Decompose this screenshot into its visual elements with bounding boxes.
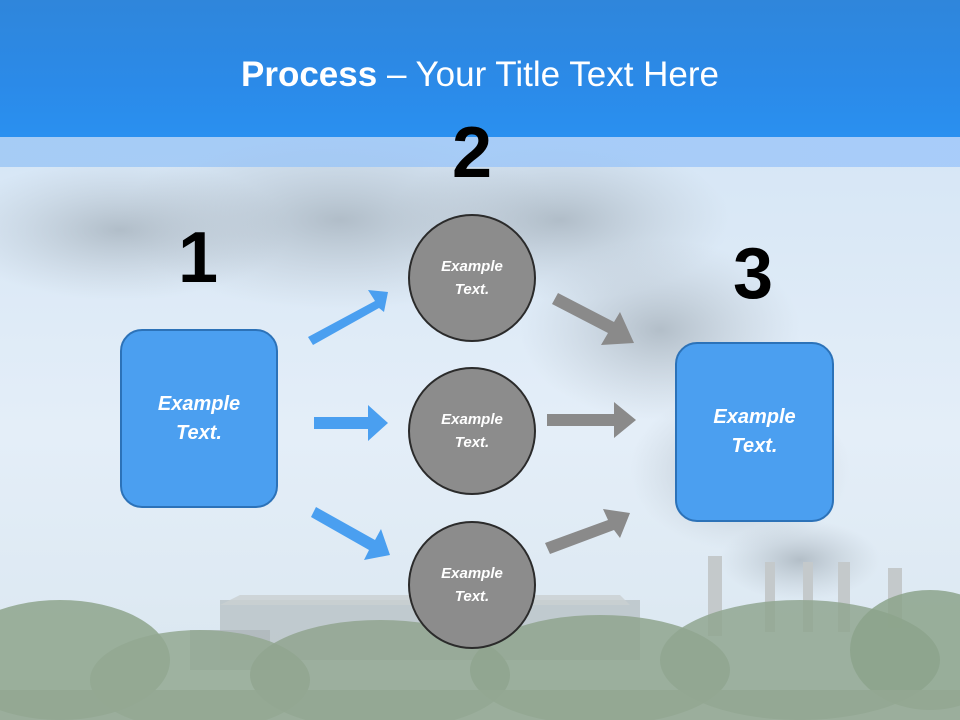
circle-top-text: Example Text.	[441, 258, 503, 298]
circle-top: Example Text.	[408, 214, 536, 342]
circle-bottom: Example Text.	[408, 521, 536, 649]
circle-middle-text: Example Text.	[441, 411, 503, 451]
left-box-text: Example Text.	[157, 392, 241, 444]
slide-title: Process – Your Title Text Here	[0, 54, 960, 96]
step-number-1: 1	[177, 218, 219, 298]
left-box: Example Text.	[120, 329, 278, 508]
title-rest: – Your Title Text Here	[377, 55, 719, 94]
title-bold: Process	[241, 55, 378, 94]
circle-middle: Example Text.	[408, 367, 536, 495]
circle-bottom-text: Example Text.	[441, 565, 503, 605]
step-number-3: 3	[732, 234, 774, 314]
title-bar	[0, 0, 960, 137]
right-box: Example Text.	[675, 342, 834, 522]
step-number-2: 2	[451, 113, 493, 193]
title-bar-band	[0, 137, 960, 167]
right-box-text: Example Text.	[713, 406, 796, 457]
